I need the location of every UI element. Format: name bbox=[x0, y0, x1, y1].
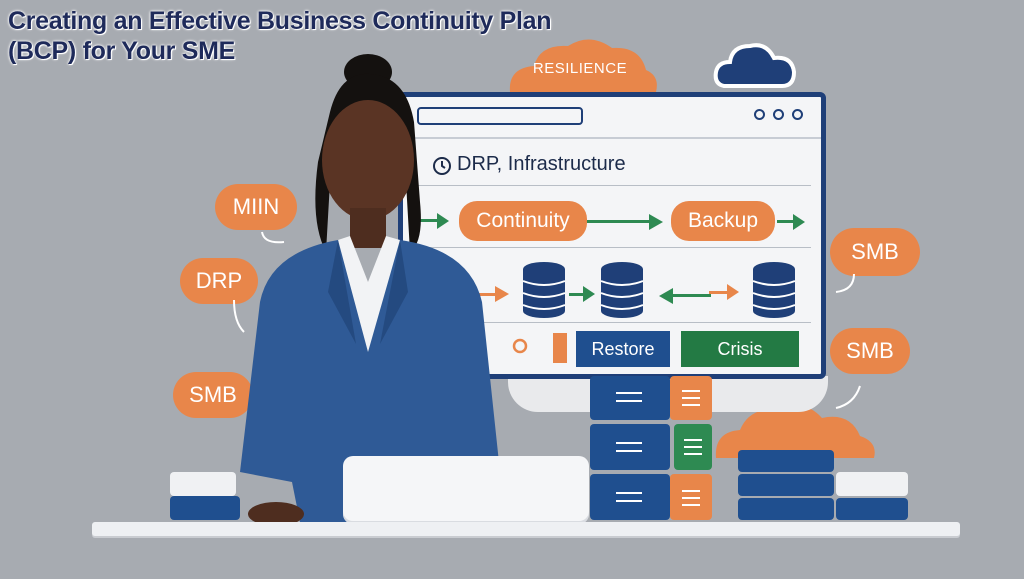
clock-icon bbox=[433, 157, 451, 175]
connector-arrows-left bbox=[233, 231, 285, 333]
orange-cloud-icon bbox=[715, 405, 875, 458]
backup-step: Backup bbox=[671, 201, 775, 241]
database-icon bbox=[752, 262, 796, 318]
server-unit bbox=[590, 376, 670, 420]
laptop bbox=[343, 456, 589, 524]
screen-heading: DRP, Infrastructure bbox=[457, 153, 626, 175]
arrow-head bbox=[659, 288, 673, 304]
desk bbox=[92, 522, 960, 536]
server-unit bbox=[170, 496, 240, 520]
arrow-head bbox=[793, 214, 805, 230]
window-dot bbox=[792, 109, 803, 120]
rule bbox=[413, 185, 811, 186]
cloud-icon bbox=[713, 43, 797, 88]
crisis-button: Crisis bbox=[681, 331, 799, 367]
arrow-head bbox=[495, 286, 509, 302]
arrow bbox=[569, 293, 585, 296]
page-title: Creating an Effective Business Continuit… bbox=[8, 7, 552, 65]
miin-badge: MIIN bbox=[215, 184, 297, 230]
server-unit bbox=[674, 424, 712, 470]
continuity-step: Continuity bbox=[459, 201, 587, 241]
url-bar bbox=[417, 107, 583, 125]
drp-badge: DRP bbox=[180, 258, 258, 304]
orange-block bbox=[553, 333, 567, 363]
sync-icon bbox=[512, 338, 528, 354]
arrow bbox=[777, 220, 795, 223]
server-unit bbox=[738, 450, 834, 472]
rule bbox=[413, 247, 811, 248]
arrow-head bbox=[583, 286, 595, 302]
resilience-cloud-icon bbox=[509, 39, 657, 92]
connector-arrows-right bbox=[835, 273, 861, 409]
window-dot bbox=[754, 109, 765, 120]
server-unit bbox=[836, 498, 908, 520]
divider bbox=[403, 137, 821, 139]
database-icon bbox=[522, 262, 566, 318]
smb-badge-right-top: SMB bbox=[830, 228, 920, 276]
server-unit bbox=[170, 472, 236, 496]
database-icon bbox=[600, 262, 644, 318]
window-dot bbox=[773, 109, 784, 120]
arrow bbox=[477, 293, 497, 296]
server-unit bbox=[670, 376, 712, 420]
server-unit bbox=[590, 474, 670, 520]
resilience-label: RESILIENCE bbox=[532, 60, 628, 77]
arrow bbox=[587, 220, 651, 223]
server-unit bbox=[836, 472, 908, 496]
server-unit bbox=[738, 498, 834, 520]
arrow-head bbox=[727, 284, 739, 300]
businesswoman-illustration bbox=[240, 54, 500, 526]
arrow bbox=[671, 294, 711, 297]
arrow-head bbox=[437, 213, 449, 229]
arrow-head bbox=[649, 214, 663, 230]
smb-badge-left: SMB bbox=[173, 372, 253, 418]
server-unit bbox=[738, 474, 834, 496]
arrow bbox=[417, 219, 439, 222]
server-unit bbox=[670, 474, 712, 520]
arrow bbox=[709, 291, 729, 294]
restore-button: Restore bbox=[576, 331, 670, 367]
server-unit bbox=[590, 424, 670, 470]
rule bbox=[413, 322, 811, 323]
smb-badge-right-bottom: SMB bbox=[830, 328, 910, 374]
